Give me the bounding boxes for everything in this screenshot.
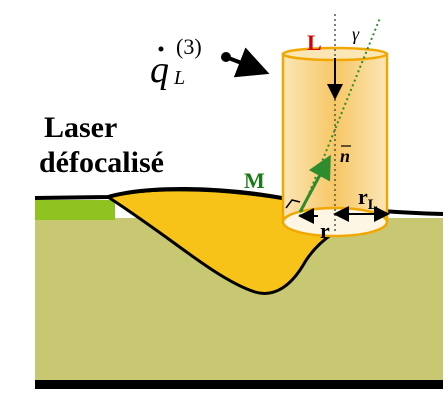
flux-arrow: [225, 47, 270, 78]
substrate-bottom-edge: [35, 380, 443, 389]
angle-label: γ: [352, 24, 360, 44]
radius-beam-base: r: [358, 184, 368, 209]
flux-superscript: (3): [176, 34, 202, 59]
flux-dot: [158, 46, 164, 52]
radius-local-label: r: [320, 218, 330, 243]
normal-vector: [298, 154, 331, 213]
radius-beam-sub: L: [368, 197, 378, 213]
flux-subscript: L: [173, 67, 185, 89]
laser-axis-label: L: [307, 30, 322, 55]
point-label: M: [244, 168, 265, 193]
caption-line-2: défocalisé: [39, 146, 164, 179]
right-angle-marker: [285, 199, 301, 209]
radius-beam-label: rL: [358, 184, 378, 213]
flux-label: q (3) L: [150, 34, 202, 91]
caption-line-1: Laser: [44, 111, 117, 144]
flux-base: q: [150, 49, 169, 91]
coating-layer: [35, 200, 115, 220]
normal-label: n: [340, 146, 350, 166]
inclined-axis: [299, 17, 381, 217]
